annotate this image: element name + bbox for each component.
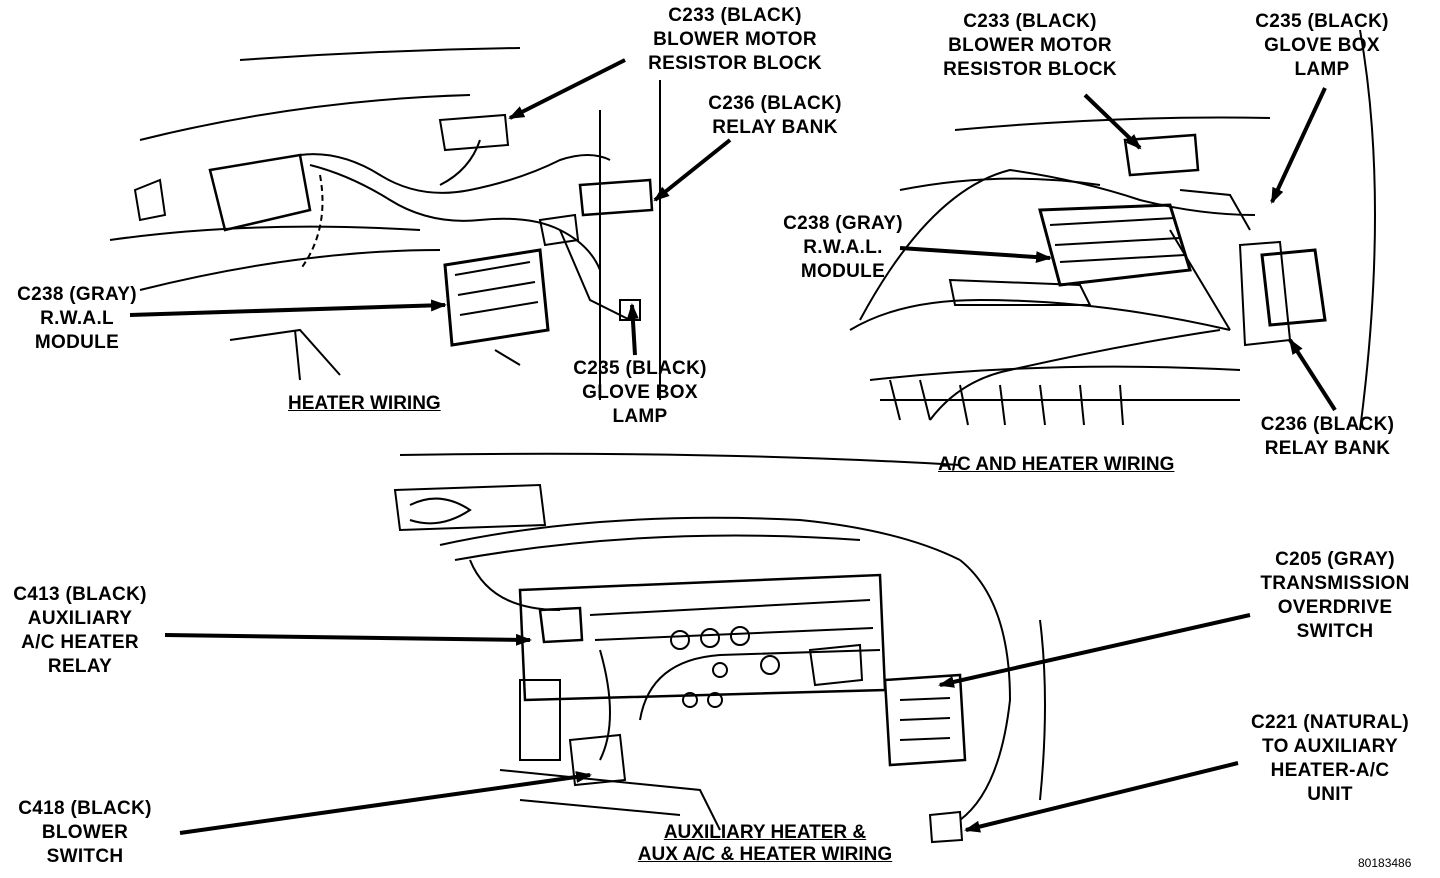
callout-line: RELAY BANK <box>712 117 838 138</box>
callout-line: OVERDRIVE <box>1277 597 1393 618</box>
callout-line: C221 (NATURAL) <box>1251 712 1409 733</box>
tl-c233-callout: C233 (BLACK) BLOWER MOTOR RESISTOR BLOCK <box>620 4 850 76</box>
tl-c235-callout: C235 (BLACK) GLOVE BOX LAMP <box>555 357 725 429</box>
ac-heater-wiring-illustration <box>849 29 1376 431</box>
callout-line: MODULE <box>34 332 120 353</box>
callout-line: C238 (GRAY) <box>783 213 903 234</box>
callout-line: R.W.A.L. <box>803 237 883 258</box>
callout-line: SWITCH <box>1296 621 1374 642</box>
callout-line: C233 (BLACK) <box>963 11 1097 32</box>
ac-heater-wiring-caption: A/C AND HEATER WIRING <box>938 454 1175 475</box>
callout-line: RESISTOR BLOCK <box>648 53 822 74</box>
callout-line: C205 (GRAY) <box>1275 549 1395 570</box>
callout-line: C236 (BLACK) <box>1260 414 1395 435</box>
callout-line: BLOWER MOTOR <box>948 35 1112 56</box>
c221-callout: C221 (NATURAL) TO AUXILIARY HEATER-A/C U… <box>1230 711 1430 807</box>
callout-line: BLOWER MOTOR <box>653 29 817 50</box>
aux-heater-caption: AUXILIARY HEATER & AUX A/C & HEATER WIRI… <box>610 822 920 866</box>
callout-line: TRANSMISSION <box>1260 573 1410 594</box>
callout-line: GLOVE BOX <box>1264 35 1380 56</box>
c413-callout: C413 (BLACK) AUXILIARY A/C HEATER RELAY <box>0 583 160 679</box>
callout-line: A/C HEATER <box>21 632 139 653</box>
callout-line: C233 (BLACK) <box>668 5 802 26</box>
heater-wiring-illustration <box>109 47 661 400</box>
callout-line: C235 (BLACK) <box>573 358 707 379</box>
callout-line: C418 (BLACK) <box>18 798 152 819</box>
callout-line: C236 (BLACK) <box>708 93 842 114</box>
callout-line: C413 (BLACK) <box>13 584 147 605</box>
heater-wiring-caption: HEATER WIRING <box>288 393 441 414</box>
callout-line: RESISTOR BLOCK <box>943 59 1117 80</box>
callout-line: C238 (GRAY) <box>17 284 137 305</box>
c205-callout: C205 (GRAY) TRANSMISSION OVERDRIVE SWITC… <box>1240 548 1430 644</box>
callout-line: C235 (BLACK) <box>1255 11 1389 32</box>
tr-c235-callout: C235 (BLACK) GLOVE BOX LAMP <box>1232 10 1412 82</box>
tr-c236-callout: C236 (BLACK) RELAY BANK <box>1240 413 1415 461</box>
c418-callout: C418 (BLACK) BLOWER SWITCH <box>10 797 160 869</box>
callout-line: RELAY <box>47 656 113 677</box>
callout-line: UNIT <box>1307 784 1353 805</box>
callout-line: MODULE <box>800 261 886 282</box>
figure-id: 80183486 <box>1358 856 1412 870</box>
caption-line: AUX A/C & HEATER WIRING <box>637 844 893 865</box>
callout-line: R.W.A.L <box>40 308 114 329</box>
tr-c238-callout: C238 (GRAY) R.W.A.L. MODULE <box>768 212 918 284</box>
callout-line: GLOVE BOX <box>582 382 698 403</box>
leader-arrows <box>129 58 1337 835</box>
callout-line: RELAY BANK <box>1264 438 1391 459</box>
callout-line: LAMP <box>1294 59 1350 80</box>
callout-line: HEATER-A/C <box>1270 760 1390 781</box>
aux-heater-wiring-illustration <box>393 452 1046 844</box>
tr-c233-callout: C233 (BLACK) BLOWER MOTOR RESISTOR BLOCK <box>915 10 1145 82</box>
caption-line: AUXILIARY HEATER & <box>663 822 867 843</box>
callout-line: SWITCH <box>46 846 124 867</box>
callout-line: TO AUXILIARY <box>1262 736 1398 757</box>
tl-c238-callout: C238 (GRAY) R.W.A.L MODULE <box>2 283 152 355</box>
tl-c236-callout: C236 (BLACK) RELAY BANK <box>680 92 870 140</box>
callout-line: LAMP <box>612 406 668 427</box>
callout-line: BLOWER <box>41 822 129 843</box>
callout-line: AUXILIARY <box>27 608 133 629</box>
